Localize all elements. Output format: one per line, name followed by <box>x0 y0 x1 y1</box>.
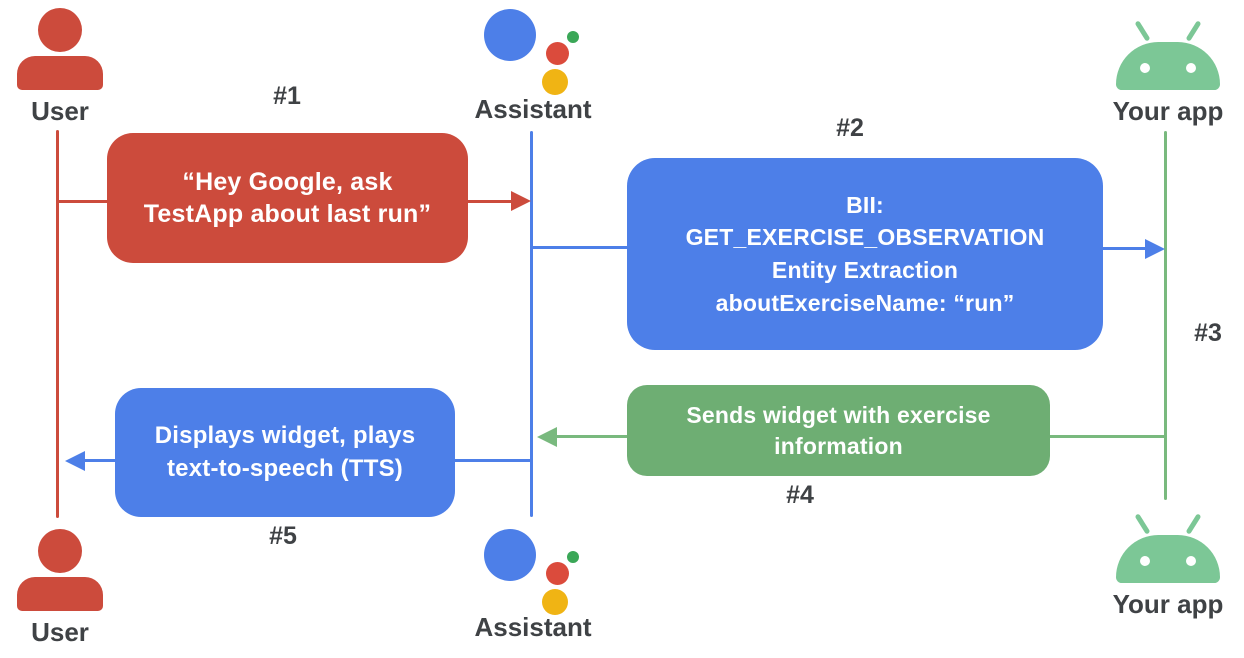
android-eye-right <box>1186 63 1196 73</box>
android-antenna-left <box>1134 513 1151 535</box>
actor-user-top: User <box>14 8 106 127</box>
actor-app-bottom: Your app <box>1106 513 1230 620</box>
user-label-top: User <box>31 96 89 126</box>
widget-arrow-line <box>555 435 627 438</box>
bii-text-line2: GET_EXERCISE_OBSERVATION <box>685 224 1045 251</box>
assistant-label-bottom: Assistant <box>474 612 592 642</box>
person-body <box>17 577 103 611</box>
step-label-4: #4 <box>786 481 814 509</box>
assistant-red-circle <box>546 562 569 585</box>
user-query-arrowhead-icon <box>511 191 531 211</box>
app-lifeline <box>1164 131 1167 500</box>
assistant-red-circle <box>546 42 569 65</box>
android-head <box>1116 42 1220 90</box>
google-assistant-logo-icon <box>484 529 590 621</box>
bii-connector <box>533 246 627 249</box>
assistant-blue-circle <box>484 529 536 581</box>
android-eye-left <box>1140 63 1150 73</box>
bii-text-line3: Entity Extraction <box>771 257 959 283</box>
widget-text-line2: information <box>774 432 903 459</box>
android-antenna-right <box>1185 20 1202 42</box>
widget-text-line1: Sends widget with exercise <box>686 401 991 428</box>
bii-arrow-line <box>1103 247 1147 250</box>
widget-arrowhead-icon <box>537 427 557 447</box>
user-query-connector <box>57 200 107 203</box>
step-label-3: #3 <box>1194 319 1222 347</box>
step-label-2: #2 <box>836 114 864 142</box>
user-lifeline <box>56 130 59 518</box>
android-antenna-right <box>1185 513 1202 535</box>
google-assistant-logo-icon <box>484 9 590 101</box>
step-label-1: #1 <box>273 82 301 110</box>
user-label-bottom: User <box>31 617 89 647</box>
android-robot-icon <box>1116 513 1220 583</box>
android-antenna-left <box>1134 20 1151 42</box>
assistant-yellow-circle <box>542 589 568 615</box>
app-label-top: Your app <box>1112 96 1224 126</box>
widget-response-box: Sends widget with exercise information <box>627 385 1050 476</box>
user-query-arrow-line <box>468 200 513 203</box>
assistant-green-dot <box>567 31 579 43</box>
user-query-text-line1: “Hey Google, ask <box>182 167 393 196</box>
step-label-5: #5 <box>269 522 297 550</box>
android-eye-left <box>1140 556 1150 566</box>
person-icon <box>17 529 103 611</box>
person-icon <box>17 8 103 90</box>
android-head <box>1116 535 1220 583</box>
person-head <box>38 529 82 573</box>
assistant-green-dot <box>567 551 579 563</box>
tts-connector <box>455 459 531 462</box>
tts-text-line2: text-to-speech (TTS) <box>166 454 403 482</box>
assistant-yellow-circle <box>542 69 568 95</box>
android-eye-right <box>1186 556 1196 566</box>
assistant-blue-circle <box>484 9 536 61</box>
person-head <box>38 8 82 52</box>
bii-arrowhead-icon <box>1145 239 1165 259</box>
widget-connector <box>1050 435 1165 438</box>
android-robot-icon <box>1116 20 1220 90</box>
bii-text-line1: BII: <box>846 191 884 218</box>
assistant-lifeline <box>530 131 533 517</box>
user-query-box: “Hey Google, ask TestApp about last run” <box>107 133 468 263</box>
assistant-label-top: Assistant <box>474 94 592 124</box>
tts-arrow-line <box>83 459 115 462</box>
bii-text-line4: aboutExerciseName: “run” <box>715 289 1015 316</box>
app-label-bottom: Your app <box>1112 589 1224 619</box>
tts-text-line1: Displays widget, plays <box>154 422 416 450</box>
person-body <box>17 56 103 90</box>
bii-box: BII: GET_EXERCISE_OBSERVATION Entity Ext… <box>627 158 1103 350</box>
actor-app-top: Your app <box>1106 20 1230 127</box>
actor-user-bottom: User <box>14 529 106 648</box>
user-query-text-line2: TestApp about last run” <box>143 200 432 228</box>
tts-arrowhead-icon <box>65 451 85 471</box>
tts-box: Displays widget, plays text-to-speech (T… <box>115 388 455 517</box>
